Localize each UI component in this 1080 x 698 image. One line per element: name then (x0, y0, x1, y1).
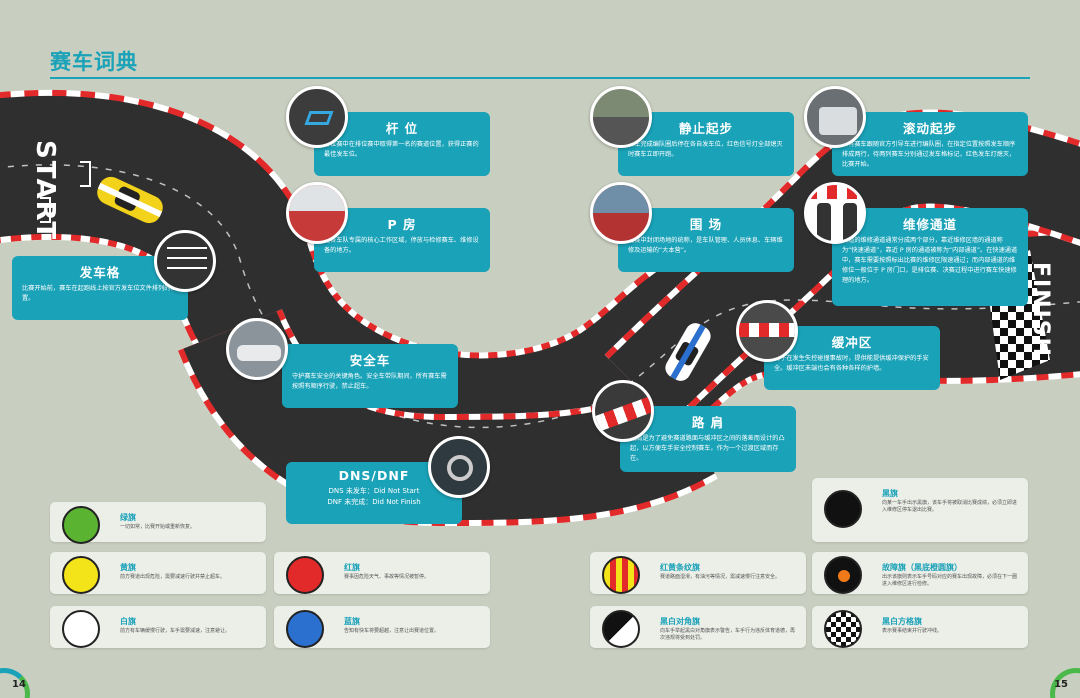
flag-card-blue: 蓝旗 告知有快车将要超越，注意让出赛道位置。 (274, 606, 490, 648)
flag-card-red: 红旗 赛事因危险天气、事故等情况被暂停。 (274, 552, 490, 594)
flag-card-yellow: 黄旗 前方赛道出现危险，需要减速行驶并禁止超车。 (50, 552, 266, 594)
term-card-rolling: 滚动起步 所有赛车跟随官方引导车进行编队圈，在指定位置按照发车顺序排成两行，待两… (832, 112, 1028, 176)
standing-start-icon (590, 86, 652, 148)
rolling-start-icon (804, 86, 866, 148)
term-desc: 守护赛车安全的关键角色。安全车带队期间，所有赛车需按照有顺序行驶，禁止超车。 (292, 373, 447, 390)
corner-left (0, 668, 30, 698)
flag-card-orange: 故障旗（黑底橙圆旗） 出示该旗则表示车手号码对应的赛车出现故障，必须在下一圈进入… (812, 552, 1028, 594)
black-flag-icon (824, 490, 862, 528)
flag-name: 红黄条纹旗 (660, 563, 700, 572)
term-title: 安全车 (349, 353, 391, 368)
term-title: 杆 位 (385, 121, 419, 136)
term-title: 维修通道 (902, 217, 957, 232)
title-divider (50, 77, 1030, 79)
flag-name: 绿旗 (120, 513, 136, 522)
flag-name: 蓝旗 (344, 617, 360, 626)
meatball-flag-icon (824, 556, 862, 594)
term-title: P 房 (387, 217, 417, 232)
red-yellow-striped-flag-icon (602, 556, 640, 594)
flag-card-green: 绿旗 一切如常，比赛开始或重新恢复。 (50, 502, 266, 544)
flag-name: 黑旗 (882, 489, 898, 498)
flag-desc: 告知有快车将要超越，注意让出赛道位置。 (344, 628, 440, 634)
term-title: 静止起步 (678, 121, 733, 136)
term-card-kerb: 路 肩 路肩是为了避免赛道路面与缓冲区之间的落差而设计的凸起，以方便车手安全控制… (620, 406, 796, 472)
flag-desc: 前方赛道出现危险，需要减速行驶并禁止超车。 (120, 574, 226, 580)
term-desc: 赛道的维修通道通常分成两个部分，靠近维修区墙的通道称为“快速通道”，靠近 P 房… (842, 237, 1018, 284)
flag-card-black: 黑旗 向某一车手出示黑旗，该车手将被取消比赛成绩，必须立即进入维修区停车退出比赛… (812, 478, 1028, 542)
term-title: 围 场 (689, 217, 723, 232)
paddock-icon (590, 182, 652, 244)
term-title: 发车格 (79, 265, 121, 280)
flag-name: 红旗 (344, 563, 360, 572)
flag-desc: 一切如常，比赛开始或重新恢复。 (120, 524, 196, 530)
term-title: 滚动起步 (902, 121, 957, 136)
page-title: 赛车词典 (50, 50, 138, 74)
flag-name: 故障旗（黑底橙圆旗） (882, 563, 962, 572)
term-desc-dns: DNS 未发车：Did Not Start (328, 487, 420, 495)
flag-card-checker: 黑白方格旗 表示赛事结束并行驶冲线。 (812, 606, 1028, 648)
red-flag-icon (286, 556, 324, 594)
garage-icon (286, 182, 348, 244)
flag-name: 白旗 (120, 617, 136, 626)
yellow-car-icon (97, 176, 163, 224)
yellow-flag-icon (62, 556, 100, 594)
term-desc: 比赛开始前，赛车在起跑线上按官方发车位文件排列的位置。 (22, 285, 177, 302)
term-desc: 是各车队专属的核心工作区域，停放与检修赛车、维修设备的地方。 (324, 237, 479, 254)
chequered-flag-icon (824, 610, 862, 648)
white-flag-icon (62, 610, 100, 648)
term-title: 路 肩 (691, 415, 725, 430)
flag-desc: 表示赛事结束并行驶冲线。 (882, 628, 943, 634)
runoff-icon (736, 300, 798, 362)
term-desc: 比赛中封闭场地的统称，是车队管理、人员休息、车辆维修及运输的“大本营”。 (628, 237, 783, 254)
term-card-pitlane: 维修通道 赛道的维修通道通常分成两个部分，靠近维修区墙的通道称为“快速通道”，靠… (832, 208, 1028, 306)
flag-desc: 向车手举起黑白对角旗表示警告，车手行为违反体育道德，再次违规将受到处罚。 (660, 628, 796, 642)
term-desc: 排位赛中在排位赛中取得第一名的赛道位置，获得正赛的最佳发车位。 (324, 141, 479, 158)
term-desc: 赛车完成编队圈后停在各自发车位，红色信号灯全部熄灭时赛车立即开跑。 (628, 141, 783, 158)
dns-icon (428, 436, 490, 498)
finish-label: FINISH (1028, 262, 1053, 359)
black-white-diagonal-flag-icon (602, 610, 640, 648)
green-flag-icon (62, 506, 100, 544)
flag-card-stripe: 红黄条纹旗 赛道路面湿滑，有油污等情况，需减速慢行注意安全。 (590, 552, 806, 594)
term-title: DNS/DNF (338, 468, 410, 483)
term-desc: 用于在发生失控碰撞事故时，提供能提供缓冲保护的手安全。缓冲区未端也会有各种各样的… (774, 355, 929, 372)
page-number-left: 14 (12, 679, 26, 690)
flag-desc: 前方有车辆缓慢行驶，车手需要减速，注意避让。 (120, 628, 231, 634)
start-label: START (30, 140, 60, 242)
flag-name: 黄旗 (120, 563, 136, 572)
blue-flag-icon (286, 610, 324, 648)
term-card-safety: 安全车 守护赛车安全的关键角色。安全车带队期间，所有赛车需按照有顺序行驶，禁止超… (282, 344, 458, 408)
term-desc: 所有赛车跟随官方引导车进行编队圈，在指定位置按照发车顺序排成两行，待两列赛车分别… (842, 141, 1016, 168)
flag-card-white: 白旗 前方有车辆缓慢行驶，车手需要减速，注意避让。 (50, 606, 266, 648)
term-title: 缓冲区 (831, 335, 873, 350)
term-card-runoff: 缓冲区 用于在发生失控碰撞事故时，提供能提供缓冲保护的手安全。缓冲区未端也会有各… (764, 326, 940, 390)
pole-position-icon (286, 86, 348, 148)
flag-desc: 向某一车手出示黑旗，该车手将被取消比赛成绩，必须立即进入维修区停车退出比赛。 (882, 500, 1018, 514)
pit-lane-icon (804, 182, 866, 244)
flag-desc: 赛事因危险天气、事故等情况被暂停。 (344, 574, 430, 580)
grid-icon (154, 230, 216, 292)
flag-desc: 赛道路面湿滑，有油污等情况，需减速慢行注意安全。 (660, 574, 781, 580)
kerb-icon (592, 380, 654, 442)
flag-name: 黑白对角旗 (660, 617, 700, 626)
term-desc-dnf: DNF 未完成：Did Not Finish (327, 498, 421, 507)
flag-name: 黑白方格旗 (882, 617, 922, 626)
corner-right (1050, 668, 1080, 698)
flag-card-diag: 黑白对角旗 向车手举起黑白对角旗表示警告，车手行为违反体育道德，再次违规将受到处… (590, 606, 806, 648)
safety-car-icon (226, 318, 288, 380)
page-number-right: 15 (1054, 679, 1068, 690)
flag-desc: 出示该旗则表示车手号码对应的赛车出现故障，必须在下一圈进入维修区进行检修。 (882, 574, 1018, 588)
blue-car-icon (665, 323, 711, 381)
term-desc: 路肩是为了避免赛道路面与缓冲区之间的落差而设计的凸起，以方便车手安全控制赛车，作… (630, 435, 785, 462)
